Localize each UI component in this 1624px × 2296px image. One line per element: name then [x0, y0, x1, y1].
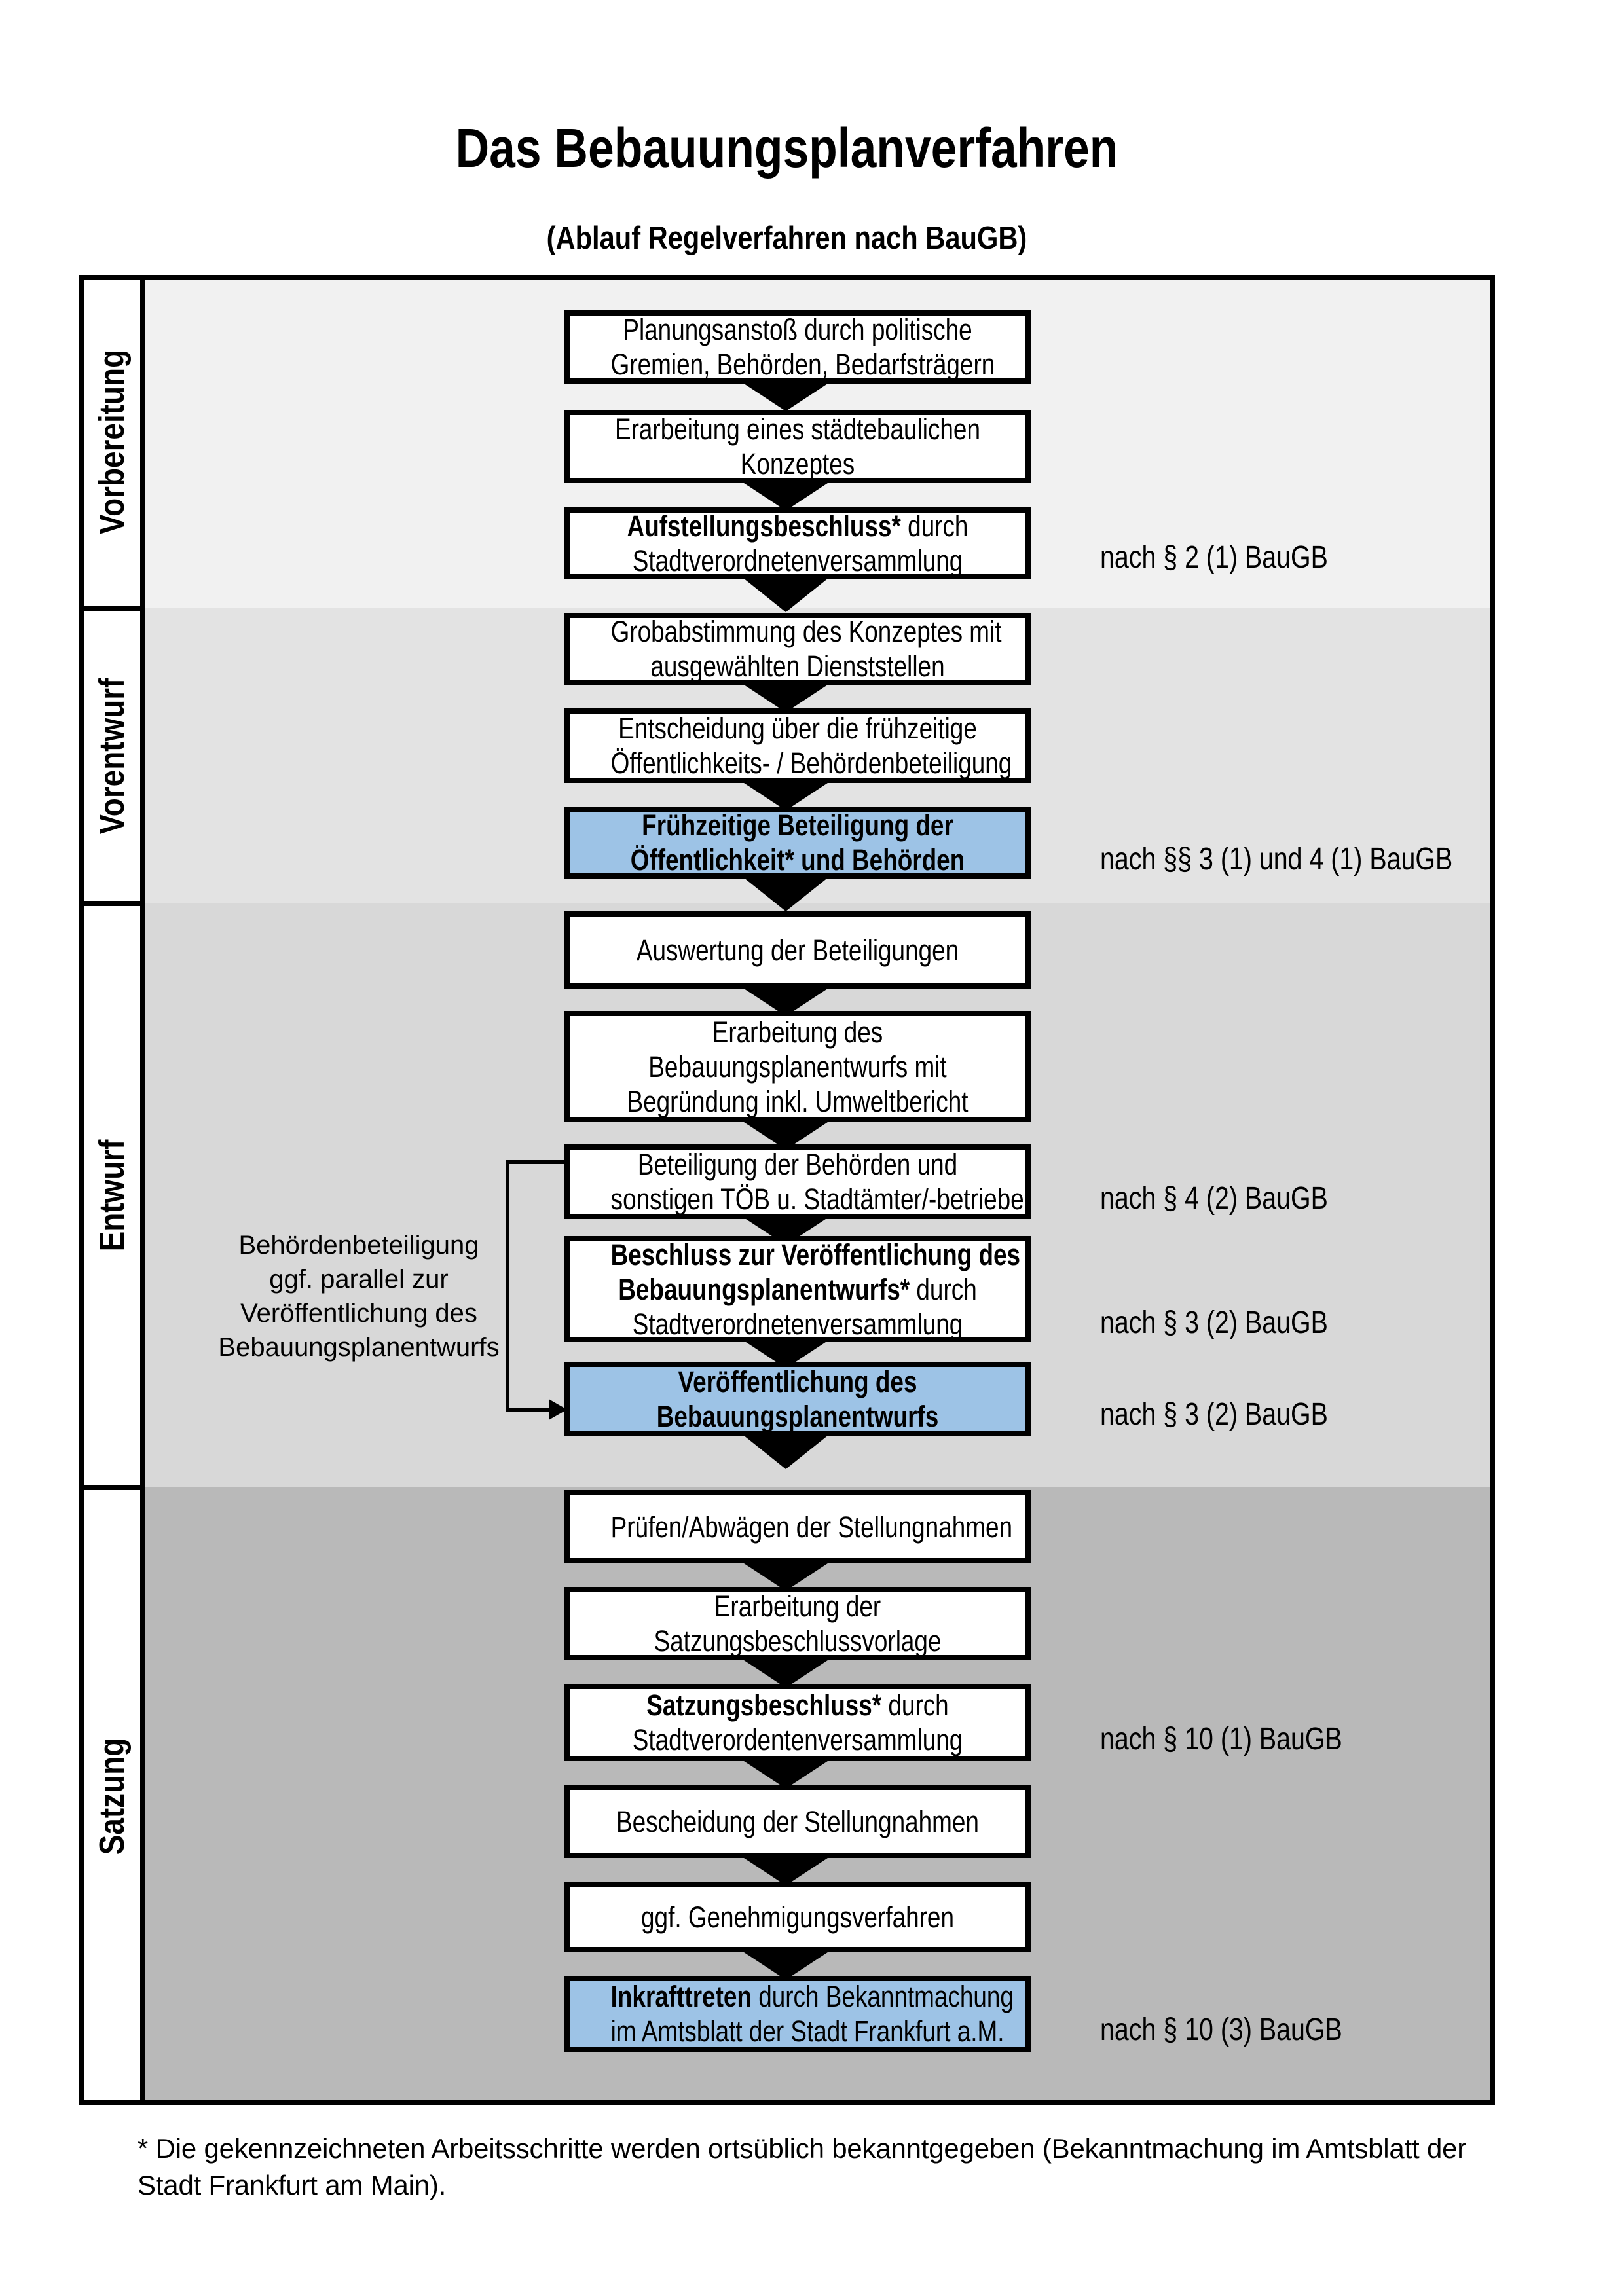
step-text-bold: Öffentlichkeit* und Behörden: [630, 843, 965, 877]
parallel-connector-top-line: [506, 1160, 568, 1164]
step-text: Stadtverordnetenversammlung: [632, 544, 963, 577]
step-text: Erarbeitung der: [714, 1590, 881, 1623]
footnote: * Die gekennzeichneten Arbeitsschritte w…: [138, 2130, 1519, 2204]
step-box-bescheidung: Bescheidung der Stellungnahmen: [564, 1785, 1031, 1858]
phase-label-vorbereitung: Vorbereitung: [92, 349, 132, 535]
step-text-bold: Bebauungsplanentwurfs: [656, 1400, 939, 1433]
legal-reference-note: nach § 3 (2) BauGB: [1100, 1397, 1328, 1432]
step-box-auswertung: Auswertung der Beteiligungen: [564, 911, 1031, 989]
step-text-bold: Frühzeitige Beteiligung der: [642, 809, 953, 842]
step-box-toeb-beteiligung: Beteiligung der Behörden und sonstigen T…: [564, 1144, 1031, 1219]
down-arrow: [740, 575, 832, 612]
sidebar-divider: [79, 606, 145, 611]
step-text: ausgewählten Dienststellen: [650, 649, 945, 683]
step-box-genehmigungsverfahren: ggf. Genehmigungsverfahren: [564, 1882, 1031, 1952]
step-box-inkrafttreten: Inkrafttreten durch Bekanntmachung im Am…: [564, 1976, 1031, 2052]
step-box-konzept-erarbeitung: Erarbeitung eines städtebaulichen Konzep…: [564, 410, 1031, 483]
step-text: Planungsanstoß durch politische: [623, 313, 972, 346]
step-text: im Amtsblatt der Stadt Frankfurt a.M.: [610, 2014, 1005, 2048]
down-arrow: [740, 1432, 832, 1469]
step-box-veroeffentlichung: Veröffentlichung des Bebauungsplanentwur…: [564, 1362, 1031, 1436]
down-arrow: [740, 780, 832, 811]
step-text: Stadtverordentenversammlung: [632, 1723, 963, 1757]
step-text: Bescheidung der Stellungnahmen: [616, 1804, 979, 1838]
footnote-marker: *: [138, 2133, 149, 2164]
step-box-entscheidung-beteiligung: Entscheidung über die frühzeitige Öffent…: [564, 708, 1031, 783]
step-text: Stadtverordnetenversammlung: [632, 1307, 963, 1341]
step-text: Inkrafttreten durch Bekanntmachung: [610, 1979, 1014, 2014]
down-arrow: [740, 1855, 832, 1886]
step-text: ggf. Genehmigungsverfahren: [641, 1900, 954, 1934]
step-text-bold: Satzungsbeschluss*: [646, 1688, 882, 1722]
down-arrow: [740, 682, 832, 712]
step-text: Satzungsbeschluss* durch: [611, 1688, 985, 1722]
down-arrow: [740, 1658, 832, 1688]
step-text: Prüfen/Abwägen der Stellungnahmen: [610, 1510, 1013, 1544]
down-arrow: [740, 381, 832, 411]
step-text: Auswertung der Beteiligungen: [636, 933, 959, 967]
step-text: Erarbeitung eines städtebaulichen: [614, 412, 980, 446]
sidebar-divider: [79, 1485, 145, 1490]
legal-reference-note: nach § 10 (3) BauGB: [1100, 2013, 1342, 2047]
phase-label-entwurf: Entwurf: [92, 1139, 132, 1252]
legal-reference-note: nach §§ 3 (1) und 4 (1) BauGB: [1100, 842, 1453, 877]
step-text: Öffentlichkeits- / Behördenbeteiligung: [610, 746, 1012, 780]
legal-reference-note: nach § 10 (1) BauGB: [1100, 1722, 1342, 1757]
step-text: Beteiligung der Behörden und: [637, 1148, 958, 1181]
phase-label-satzung: Satzung: [92, 1738, 132, 1855]
phase-label-vorentwurf: Vorentwurf: [92, 678, 132, 835]
page-title: Das Bebauungsplanverfahren: [455, 117, 1118, 179]
legal-reference-note: nach § 4 (2) BauGB: [1100, 1181, 1328, 1216]
step-box-beschlussvorlage: Erarbeitung der Satzungsbeschlussvorlage: [564, 1587, 1031, 1660]
step-text: Grobabstimmung des Konzeptes mit: [610, 615, 1002, 648]
step-text: Konzeptes: [740, 447, 855, 481]
step-box-aufstellungsbeschluss: Aufstellungsbeschluss* durch Stadtverord…: [564, 507, 1031, 579]
step-box-entwurf-erarbeitung: Erarbeitung des Bebauungsplanentwurfs mi…: [564, 1011, 1031, 1122]
down-arrow: [740, 875, 832, 911]
step-text: Satzungsbeschlussvorlage: [654, 1624, 942, 1658]
step-text: Bebauungsplanentwurfs* durch: [611, 1272, 985, 1307]
parallel-annotation: Behördenbeteiligung ggf. parallel zur Ve…: [169, 1228, 549, 1364]
annotation-line: Bebauungsplanentwurfs: [218, 1333, 500, 1362]
step-text-bold: Inkrafttreten: [610, 1980, 752, 2013]
step-text: durch: [900, 509, 969, 543]
step-box-grobabstimmung: Grobabstimmung des Konzeptes mit ausgewä…: [564, 613, 1031, 685]
down-arrow: [740, 481, 832, 511]
legal-reference-note: nach § 3 (2) BauGB: [1100, 1305, 1328, 1340]
step-text-bold: Aufstellungsbeschluss*: [627, 509, 901, 543]
annotation-line: ggf. parallel zur: [269, 1265, 449, 1294]
step-box-satzungsbeschluss: Satzungsbeschluss* durch Stadtverordente…: [564, 1684, 1031, 1761]
annotation-line: Veröffentlichung des: [240, 1299, 477, 1328]
step-text-bold: Bebauungsplanentwurfs*: [618, 1272, 910, 1306]
step-text: Bebauungsplanentwurfs mit: [648, 1049, 947, 1084]
step-text: durch Bekanntmachung: [751, 1980, 1014, 2013]
step-text-bold: Beschluss zur Veröffentlichung des: [610, 1237, 1021, 1271]
step-box-planungsanstoss: Planungsanstoß durch politische Gremien,…: [564, 310, 1031, 384]
step-text: Entscheidung über die frühzeitige: [618, 712, 977, 745]
step-box-fruehzeitige-beteiligung: Frühzeitige Beteiligung der Öffentlichke…: [564, 807, 1031, 879]
down-arrow: [740, 1561, 832, 1591]
sidebar-divider: [79, 901, 145, 906]
step-box-veroeffentlichungsbeschluss: Beschluss zur Veröffentlichung des Bebau…: [564, 1236, 1031, 1342]
step-text: Gremien, Behörden, Bedarfsträgern: [610, 348, 995, 381]
step-text: Begründung inkl. Umweltbericht: [627, 1084, 969, 1118]
step-text: Erarbeitung des: [712, 1015, 883, 1049]
step-text-bold: Veröffentlichung des: [678, 1365, 917, 1398]
parallel-connector-bottom-line: [506, 1408, 551, 1412]
right-arrow-icon: [549, 1399, 567, 1420]
step-text: durch: [910, 1272, 977, 1306]
step-text: durch: [881, 1688, 949, 1722]
annotation-line: Behördenbeteiligung: [238, 1231, 479, 1260]
parallel-connector-vertical-line: [506, 1160, 509, 1412]
down-arrow: [740, 1950, 832, 1980]
down-arrow: [740, 1758, 832, 1789]
step-text: Aufstellungsbeschluss* durch: [611, 509, 985, 543]
page-subtitle: (Ablauf Regelverfahren nach BauGB): [546, 221, 1027, 256]
step-text: sonstigen TÖB u. Stadtämter/-betriebe: [610, 1182, 1024, 1216]
step-box-pruefen-abwaegen: Prüfen/Abwägen der Stellungnahmen: [564, 1490, 1031, 1563]
footnote-text: Die gekennzeichneten Arbeitsschritte wer…: [138, 2133, 1467, 2200]
legal-reference-note: nach § 2 (1) BauGB: [1100, 540, 1328, 575]
